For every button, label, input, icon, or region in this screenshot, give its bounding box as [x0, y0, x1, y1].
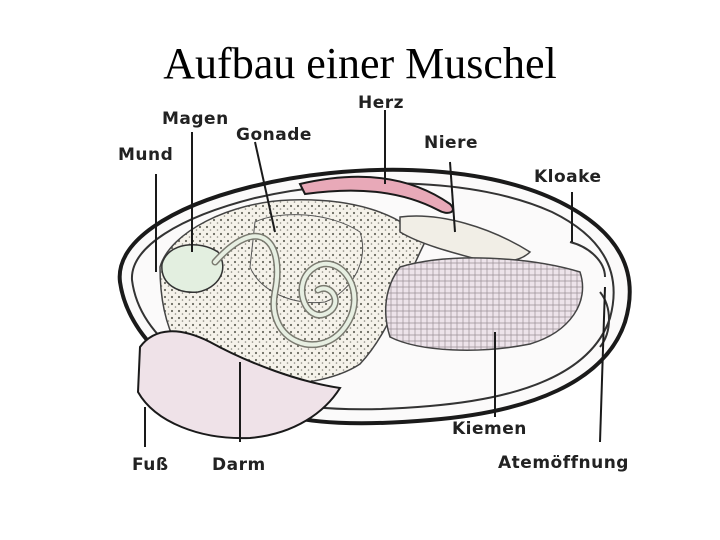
label-kiemen: Kiemen — [452, 419, 527, 439]
mussel-anatomy-diagram: Magen Herz Gonade Mund Niere Kloake Kiem… — [100, 92, 660, 492]
label-gonade: Gonade — [236, 125, 312, 145]
label-herz: Herz — [358, 93, 404, 113]
label-fuss: Fuß — [132, 455, 169, 475]
label-magen: Magen — [162, 109, 229, 129]
label-kloake: Kloake — [534, 167, 602, 187]
slide-title: Aufbau einer Muschel — [0, 38, 720, 91]
label-atemoeffnung: Atemöffnung — [498, 453, 629, 473]
label-darm: Darm — [212, 455, 266, 475]
label-niere: Niere — [424, 133, 478, 153]
label-mund: Mund — [118, 145, 173, 165]
